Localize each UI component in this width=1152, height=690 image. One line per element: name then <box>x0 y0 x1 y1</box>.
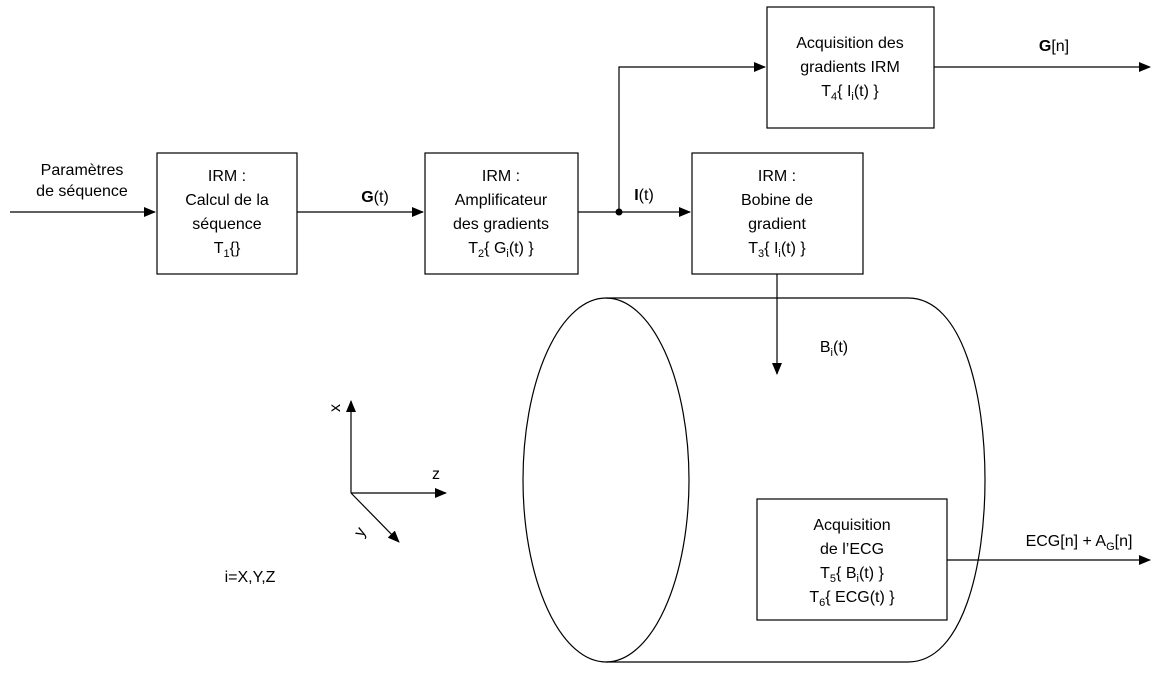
coil-line1: IRM : <box>758 168 796 185</box>
axes-symbol <box>346 400 447 543</box>
calc-line3: séquence <box>192 216 261 233</box>
calc-line1: IRM : <box>208 168 246 185</box>
acqgrad-line2: gradients IRM <box>800 59 900 76</box>
amp-line3: des gradients <box>453 216 549 233</box>
block-sequence-calc <box>156 152 298 275</box>
calc-line2: Calcul de la <box>185 192 269 209</box>
calc-transfer: T1{} <box>214 240 241 260</box>
amp-line2: Amplificateur <box>455 192 548 209</box>
branch-to-acquisition-arrow <box>618 62 766 212</box>
coil-line3: gradient <box>748 216 806 233</box>
acqgrad-line1: Acquisition des <box>796 35 904 52</box>
amp-line1: IRM : <box>482 168 520 185</box>
signal-G-t: G(t) <box>361 189 389 206</box>
amp-transfer: T2{ Gi(t) } <box>468 240 534 260</box>
acqecg-t6: T6{ ECG(t) } <box>809 589 895 609</box>
z-axis-label: z <box>432 466 440 483</box>
coil-line2: Bobine de <box>741 192 813 209</box>
block-gradient-acquisition <box>766 6 935 129</box>
index-note: i=X,Y,Z <box>225 569 276 586</box>
signal-I-t: I(t) <box>634 187 654 204</box>
cylinder-shape <box>522 297 986 663</box>
y-axis-label: y <box>351 525 370 540</box>
block-ecg-acquisition <box>756 498 948 621</box>
input-label-line1: Paramètres <box>41 162 124 179</box>
input-label-line2: de séquence <box>36 183 128 200</box>
block-gradient-amplifier <box>424 152 579 275</box>
signal-G-n: G[n] <box>1039 38 1069 55</box>
acqecg-t5: T5{ Bi(t) } <box>820 565 884 585</box>
x-axis-label: x <box>327 404 344 412</box>
signal-B-t: Bi(t) <box>820 339 848 359</box>
acqecg-line1: Acquisition <box>813 517 890 534</box>
signal-ecg-output: ECG[n] + AG[n] <box>1026 533 1133 553</box>
block-gradient-coil <box>691 152 864 275</box>
acqgrad-transfer: T4{ Ii(t) } <box>821 83 879 103</box>
coil-transfer: T3{ Ii(t) } <box>748 240 806 260</box>
acqecg-line2: de l’ECG <box>820 541 884 558</box>
